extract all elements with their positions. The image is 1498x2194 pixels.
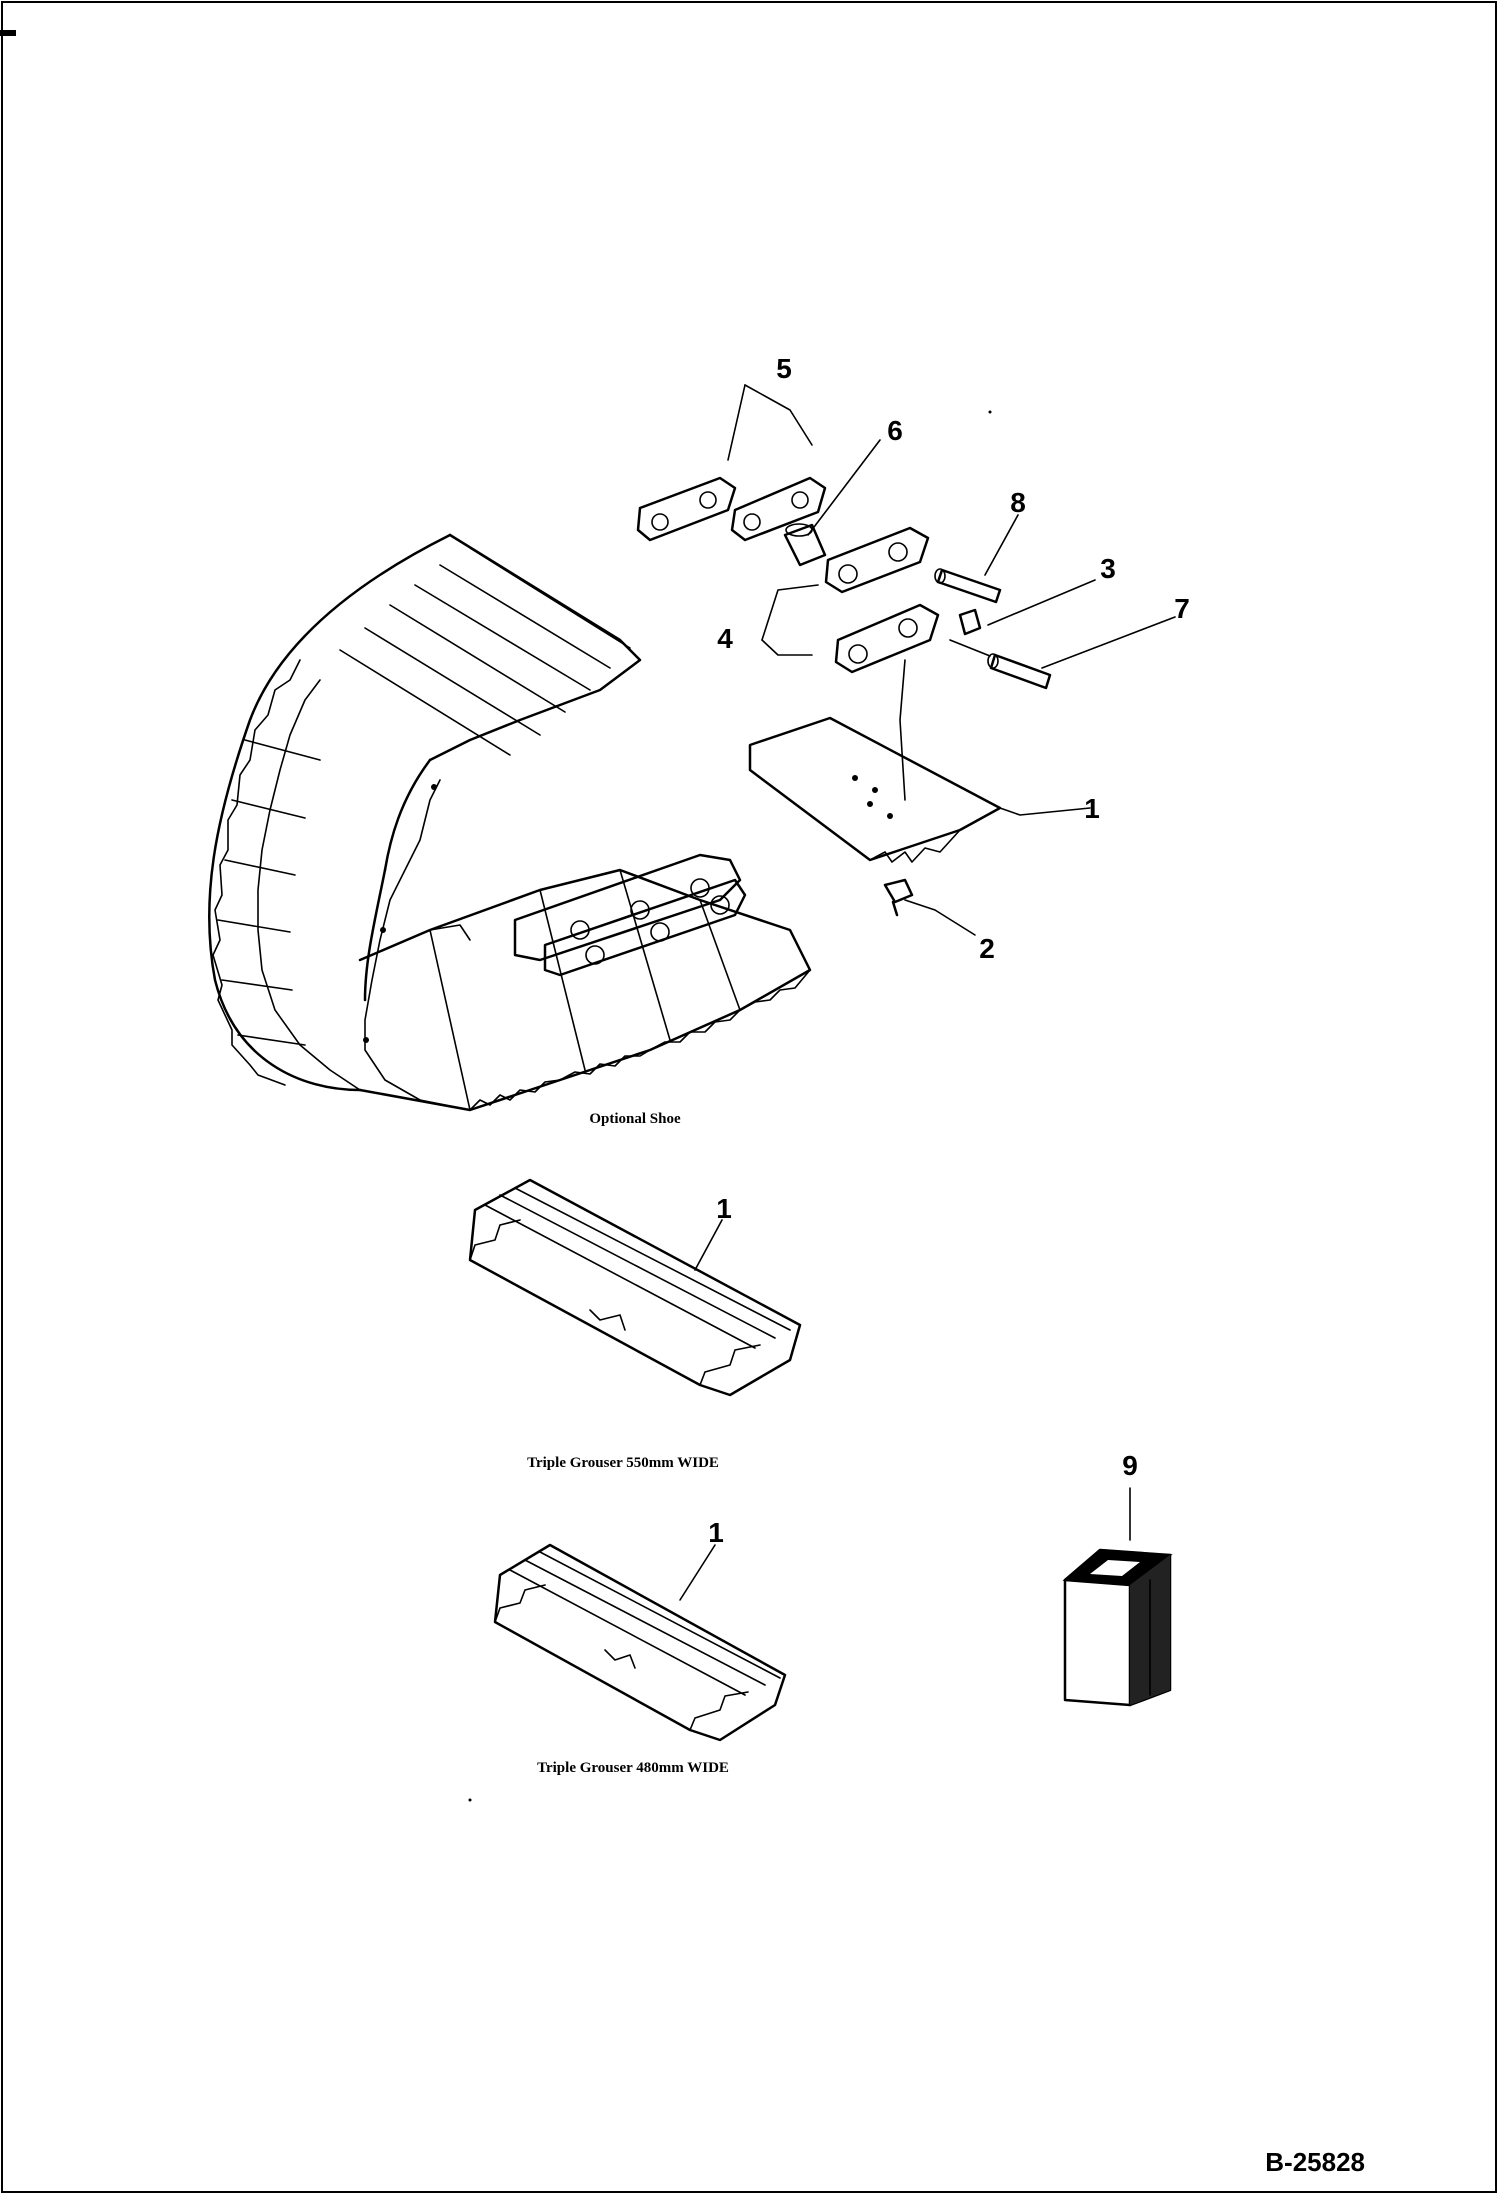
- callout-5: 5: [776, 353, 792, 384]
- triple-grouser-550-drawing: [468, 1178, 802, 1397]
- callout-8: 8: [1010, 487, 1026, 518]
- caption-optional-shoe: Optional Shoe: [589, 1111, 681, 1127]
- callout-4: 4: [717, 623, 733, 654]
- callout-6: 6: [887, 415, 903, 446]
- leader-lines: [679, 384, 1176, 1601]
- track-assembly-drawing: [208, 533, 812, 1112]
- corner-mark: [0, 30, 16, 36]
- callout-7: 7: [1174, 593, 1190, 624]
- callout-1-shoe: 1: [1084, 793, 1100, 824]
- link-4-lower-drawing: [834, 603, 940, 674]
- caption-triple-grouser-550: Triple Grouser 550mm WIDE: [527, 1455, 719, 1471]
- bolt-7-drawing: [949, 639, 1052, 690]
- callout-1-grouser-480: 1: [708, 1517, 724, 1548]
- nut-3-drawing: [958, 608, 982, 636]
- stray-dot: [468, 1798, 472, 1802]
- caption-triple-grouser-480: Triple Grouser 480mm WIDE: [537, 1760, 729, 1776]
- bushing-6-drawing: [783, 523, 827, 567]
- link-pair-5-drawing: [636, 476, 827, 542]
- bolt-2-drawing: [883, 878, 914, 917]
- item-9-box-drawing: [1062, 1548, 1173, 1707]
- callout-3: 3: [1100, 553, 1116, 584]
- shoe-plate-1-drawing: [748, 716, 1002, 863]
- link-4-upper-drawing: [824, 526, 930, 594]
- callout-1-grouser-550: 1: [716, 1193, 732, 1224]
- stray-dot: [988, 410, 992, 414]
- callout-9: 9: [1122, 1450, 1138, 1481]
- pin-8-drawing: [934, 568, 1002, 604]
- callout-2: 2: [979, 933, 995, 964]
- triple-grouser-480-drawing: [493, 1543, 787, 1742]
- document-number: B-25828: [1265, 2147, 1365, 2177]
